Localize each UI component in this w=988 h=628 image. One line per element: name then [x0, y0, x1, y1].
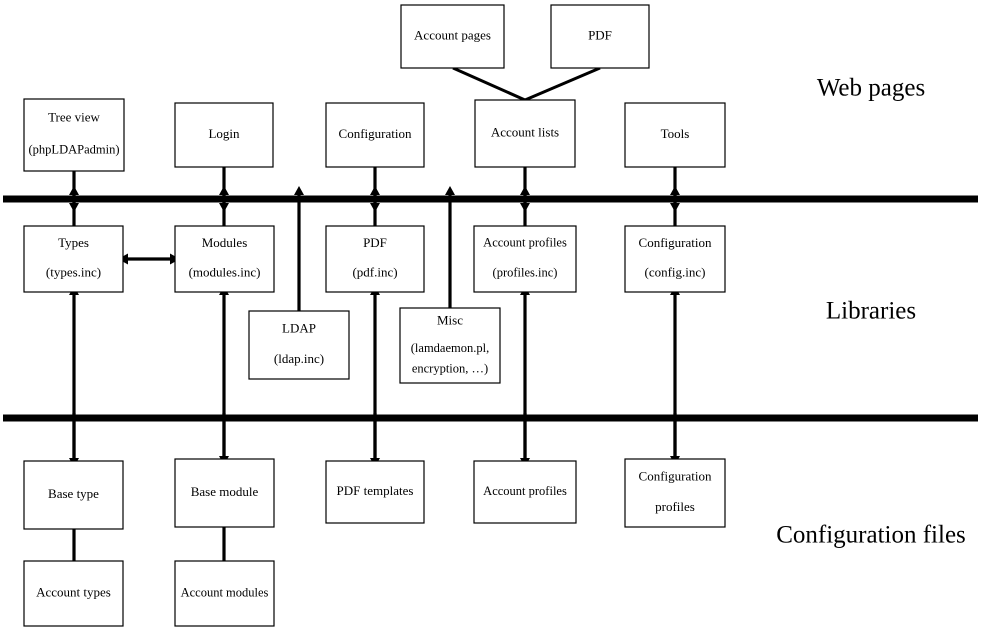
node-box-configuration-lib — [624, 225, 726, 293]
node-label-ldap-line1: LDAP — [282, 320, 316, 335]
band-label-libraries: Libraries — [826, 298, 916, 325]
node-box-pdf-templates — [325, 460, 425, 524]
node-label-configuration-profiles-line2: profiles — [655, 499, 695, 514]
node-account-modules[interactable]: Account modules — [174, 560, 275, 627]
node-configuration-web[interactable]: Configuration — [325, 102, 425, 168]
node-pdf-top[interactable]: PDF — [550, 4, 650, 69]
node-label-misc-line3: encryption, …) — [412, 361, 488, 375]
node-label-account-modules: Account modules — [181, 585, 269, 599]
node-label-tree-view-line1: Tree view — [48, 109, 100, 124]
node-label-misc-line2: (lamdaemon.pl, — [411, 341, 489, 355]
node-label-configuration-lib-line1: Configuration — [639, 235, 712, 250]
node-label-account-profiles-cfg: Account profiles — [483, 484, 567, 498]
node-label-account-profiles-lib-line2: (profiles.inc) — [493, 265, 558, 279]
node-account-profiles-cfg[interactable]: Account profiles — [473, 460, 577, 524]
node-label-pdf-lib-line2: (pdf.inc) — [352, 265, 397, 280]
node-label-types-line1: Types — [58, 235, 89, 250]
node-box-ldap — [248, 310, 350, 380]
node-box-account-modules — [174, 560, 275, 627]
node-label-configuration-profiles-line1: Configuration — [639, 468, 712, 483]
node-label-ldap-line2: (ldap.inc) — [274, 351, 324, 366]
node-box-configuration-web — [325, 102, 425, 168]
node-label-modules-line2: (modules.inc) — [189, 265, 261, 280]
node-box-base-type — [23, 460, 124, 530]
node-label-base-type: Base type — [48, 486, 99, 501]
node-account-profiles-lib[interactable]: Account profiles (profiles.inc) — [473, 225, 577, 293]
node-box-account-lists — [474, 99, 576, 168]
node-types[interactable]: Types (types.inc) — [23, 225, 124, 293]
node-box-base-module — [174, 458, 275, 528]
node-box-configuration-profiles — [624, 458, 726, 528]
node-label-modules-line1: Modules — [202, 235, 248, 250]
node-label-base-module: Base module — [191, 484, 259, 499]
node-modules[interactable]: Modules (modules.inc) — [174, 225, 275, 293]
node-label-tools: Tools — [661, 126, 690, 141]
node-account-lists[interactable]: Account lists — [474, 99, 576, 168]
node-label-pdf-lib-line1: PDF — [363, 235, 387, 250]
node-box-login — [174, 102, 274, 168]
node-base-type[interactable]: Base type — [23, 460, 124, 530]
node-label-types-line2: (types.inc) — [46, 265, 101, 280]
band-label-configuration-files: Configuration files — [776, 522, 966, 549]
node-label-account-lists: Account lists — [491, 124, 559, 139]
node-pdf-lib[interactable]: PDF (pdf.inc) — [325, 225, 425, 293]
node-label-account-types: Account types — [36, 584, 111, 599]
node-box-account-profiles-lib — [473, 225, 577, 293]
node-label-misc-line1: Misc — [437, 312, 463, 327]
node-box-account-profiles-cfg — [473, 460, 577, 524]
node-label-configuration-lib-line2: (config.inc) — [644, 265, 705, 280]
node-configuration-lib[interactable]: Configuration (config.inc) — [624, 225, 726, 293]
node-box-account-pages — [400, 4, 505, 69]
node-label-account-pages: Account pages — [414, 27, 491, 42]
node-label-configuration-web: Configuration — [339, 126, 412, 141]
node-label-account-profiles-lib-line1: Account profiles — [483, 236, 567, 250]
node-box-types — [23, 225, 124, 293]
band-label-web-pages: Web pages — [817, 75, 925, 102]
node-pdf-templates[interactable]: PDF templates — [325, 460, 425, 524]
node-login[interactable]: Login — [174, 102, 274, 168]
node-account-types[interactable]: Account types — [23, 560, 124, 627]
node-tools[interactable]: Tools — [624, 102, 726, 168]
divider-bar-layer — [3, 195, 978, 422]
node-box-tools — [624, 102, 726, 168]
node-misc[interactable]: Misc (lamdaemon.pl, encryption, …) — [399, 307, 501, 384]
node-label-pdf-templates: PDF templates — [337, 483, 414, 498]
diagonal-account-pages-to-account-lists — [452, 66, 526, 102]
node-tree-view[interactable]: Tree view (phpLDAPadmin) — [23, 98, 125, 172]
node-box-modules — [174, 225, 275, 293]
node-box-misc — [399, 307, 501, 384]
node-base-module[interactable]: Base module — [174, 458, 275, 528]
node-box-pdf-top — [550, 4, 650, 69]
node-box-tree-view — [23, 98, 125, 172]
node-label-login: Login — [208, 126, 240, 141]
node-box-pdf-lib — [325, 225, 425, 293]
node-label-tree-view-line2: (phpLDAPadmin) — [29, 143, 120, 157]
node-ldap[interactable]: LDAP (ldap.inc) — [248, 310, 350, 380]
node-account-pages[interactable]: Account pages — [400, 4, 505, 69]
node-label-pdf-top: PDF — [588, 27, 612, 42]
diagonal-pdf-top-to-account-lists — [524, 66, 601, 102]
node-box-account-types — [23, 560, 124, 627]
diagonal-link-layer — [452, 66, 601, 102]
node-configuration-profiles[interactable]: Configuration profiles — [624, 458, 726, 528]
